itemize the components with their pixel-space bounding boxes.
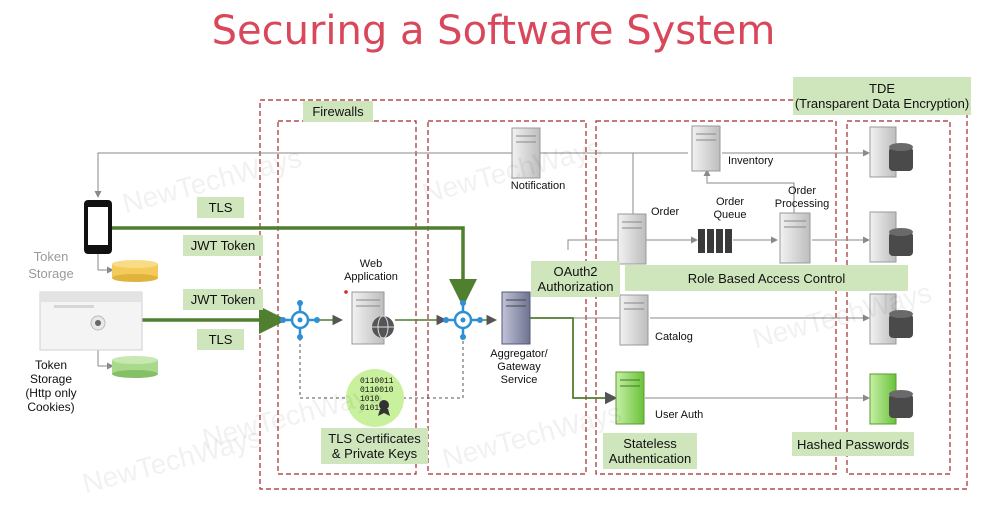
binary-line-1: 0110011 bbox=[360, 377, 394, 386]
catalog-server-icon bbox=[619, 294, 649, 346]
tls-cert-tag-line2: & Private Keys bbox=[331, 446, 418, 461]
tls-phone-arrow bbox=[112, 226, 477, 307]
notification-to-phone-line bbox=[94, 152, 515, 198]
tde-tag-line2: (Transparent Data Encryption) bbox=[794, 96, 970, 111]
token-storage-cylinder-green bbox=[112, 356, 158, 378]
token-storage-bottom-line2: Storage bbox=[29, 372, 73, 386]
order-processing-server-icon bbox=[779, 212, 811, 264]
binary-line-3: 1010 bbox=[360, 395, 379, 404]
rbac-tag: Role Based Access Control bbox=[625, 265, 908, 291]
order-processing-label: Order Processing bbox=[772, 185, 832, 211]
tls-cert-tag-line1: TLS Certificates bbox=[328, 431, 421, 446]
order-label: Order bbox=[651, 206, 680, 218]
firewalls-tag: Firewalls bbox=[303, 101, 373, 122]
user-auth-label: User Auth bbox=[655, 409, 704, 421]
notification-label: Notification bbox=[510, 180, 566, 192]
load-balancer-2-icon bbox=[443, 300, 483, 340]
gateway-to-userauth-arrow bbox=[530, 317, 618, 405]
database-zone bbox=[846, 120, 951, 475]
tls-top-tag: TLS bbox=[197, 197, 244, 218]
tde-tag-line1: TDE bbox=[869, 81, 895, 96]
outer-boundary bbox=[259, 99, 968, 490]
database-server-icon-3 bbox=[869, 293, 913, 345]
database-server-icon-2 bbox=[869, 211, 913, 263]
web-application-line2: Application bbox=[344, 271, 398, 283]
red-dot bbox=[344, 290, 348, 294]
database-server-icon-1 bbox=[869, 126, 913, 178]
web-application-server-icon bbox=[351, 291, 394, 345]
order-queue-label: Order Queue bbox=[700, 196, 760, 222]
token-storage-bottom-line3: (Http only bbox=[25, 386, 77, 400]
binary-line-2: 0110010 bbox=[360, 386, 394, 395]
tde-tag: TDE (Transparent Data Encryption) bbox=[793, 77, 971, 115]
stateless-auth-tag-line2: Authentication bbox=[608, 451, 692, 466]
token-storage-top-line1: Token bbox=[33, 249, 69, 264]
binary-line-4: 0101 bbox=[360, 404, 379, 413]
stateless-auth-tag: Stateless Authentication bbox=[603, 433, 697, 469]
jwt-bottom-tag: JWT Token bbox=[183, 289, 263, 310]
jwt-top-tag: JWT Token bbox=[183, 235, 263, 256]
token-storage-bottom-line1: Token bbox=[34, 358, 68, 372]
inventory-server-icon bbox=[691, 125, 721, 172]
order-queue-line1: Order bbox=[715, 196, 745, 208]
gateway-server-icon bbox=[501, 291, 531, 345]
stateless-auth-tag-line1: Stateless bbox=[623, 436, 677, 451]
mobile-phone-icon bbox=[84, 200, 112, 254]
order-server-icon bbox=[617, 213, 647, 265]
gateway-to-order-line bbox=[567, 239, 620, 250]
order-processing-line2: Processing bbox=[774, 198, 830, 210]
order-queue-icon bbox=[698, 229, 732, 253]
load-balancer-1-icon bbox=[280, 300, 320, 340]
user-auth-server-icon bbox=[615, 371, 645, 425]
database-server-icon-4 bbox=[869, 373, 913, 425]
oauth2-tag: OAuth2 Authorization bbox=[531, 261, 620, 297]
inventory-label: Inventory bbox=[728, 155, 774, 167]
aggregator-line3: Service bbox=[500, 374, 538, 386]
token-storage-top-line2: Storage bbox=[28, 266, 74, 281]
oauth2-tag-line1: OAuth2 bbox=[553, 264, 598, 279]
token-storage-bottom-line4: Cookies) bbox=[27, 400, 75, 414]
web-application-label: Web Application bbox=[336, 258, 406, 284]
certificate-icon bbox=[346, 369, 404, 427]
web-application-line1: Web bbox=[359, 258, 383, 270]
cert-to-lb2-line bbox=[403, 338, 464, 399]
services-zone bbox=[595, 120, 837, 475]
processing-to-inventory-line bbox=[703, 169, 795, 213]
hashed-passwords-tag: Hashed Passwords bbox=[792, 432, 914, 456]
aggregator-label: Aggregator/ Gateway Service bbox=[484, 348, 554, 387]
order-processing-line1: Order bbox=[787, 185, 817, 197]
cert-to-lb1-line bbox=[299, 338, 347, 399]
tls-bottom-tag: TLS bbox=[197, 329, 244, 350]
aggregator-line2: Gateway bbox=[497, 361, 541, 373]
catalog-label: Catalog bbox=[655, 331, 693, 343]
tls-cert-tag: TLS Certificates & Private Keys bbox=[321, 428, 428, 464]
aggregator-line1: Aggregator/ bbox=[490, 348, 548, 360]
oauth2-tag-line2: Authorization bbox=[537, 279, 614, 294]
notification-server-icon bbox=[511, 127, 541, 179]
certificate-binary: 0110011 0110010 1010 0101 bbox=[360, 377, 394, 413]
order-queue-line2: Queue bbox=[713, 209, 747, 221]
browser-window-icon bbox=[39, 291, 143, 351]
token-storage-label-bottom: Token Storage (Http only Cookies) bbox=[18, 358, 84, 414]
page-title: Securing a Software System bbox=[211, 8, 776, 54]
token-storage-label-top: Token Storage bbox=[20, 248, 82, 282]
token-storage-cylinder-yellow bbox=[112, 260, 158, 282]
